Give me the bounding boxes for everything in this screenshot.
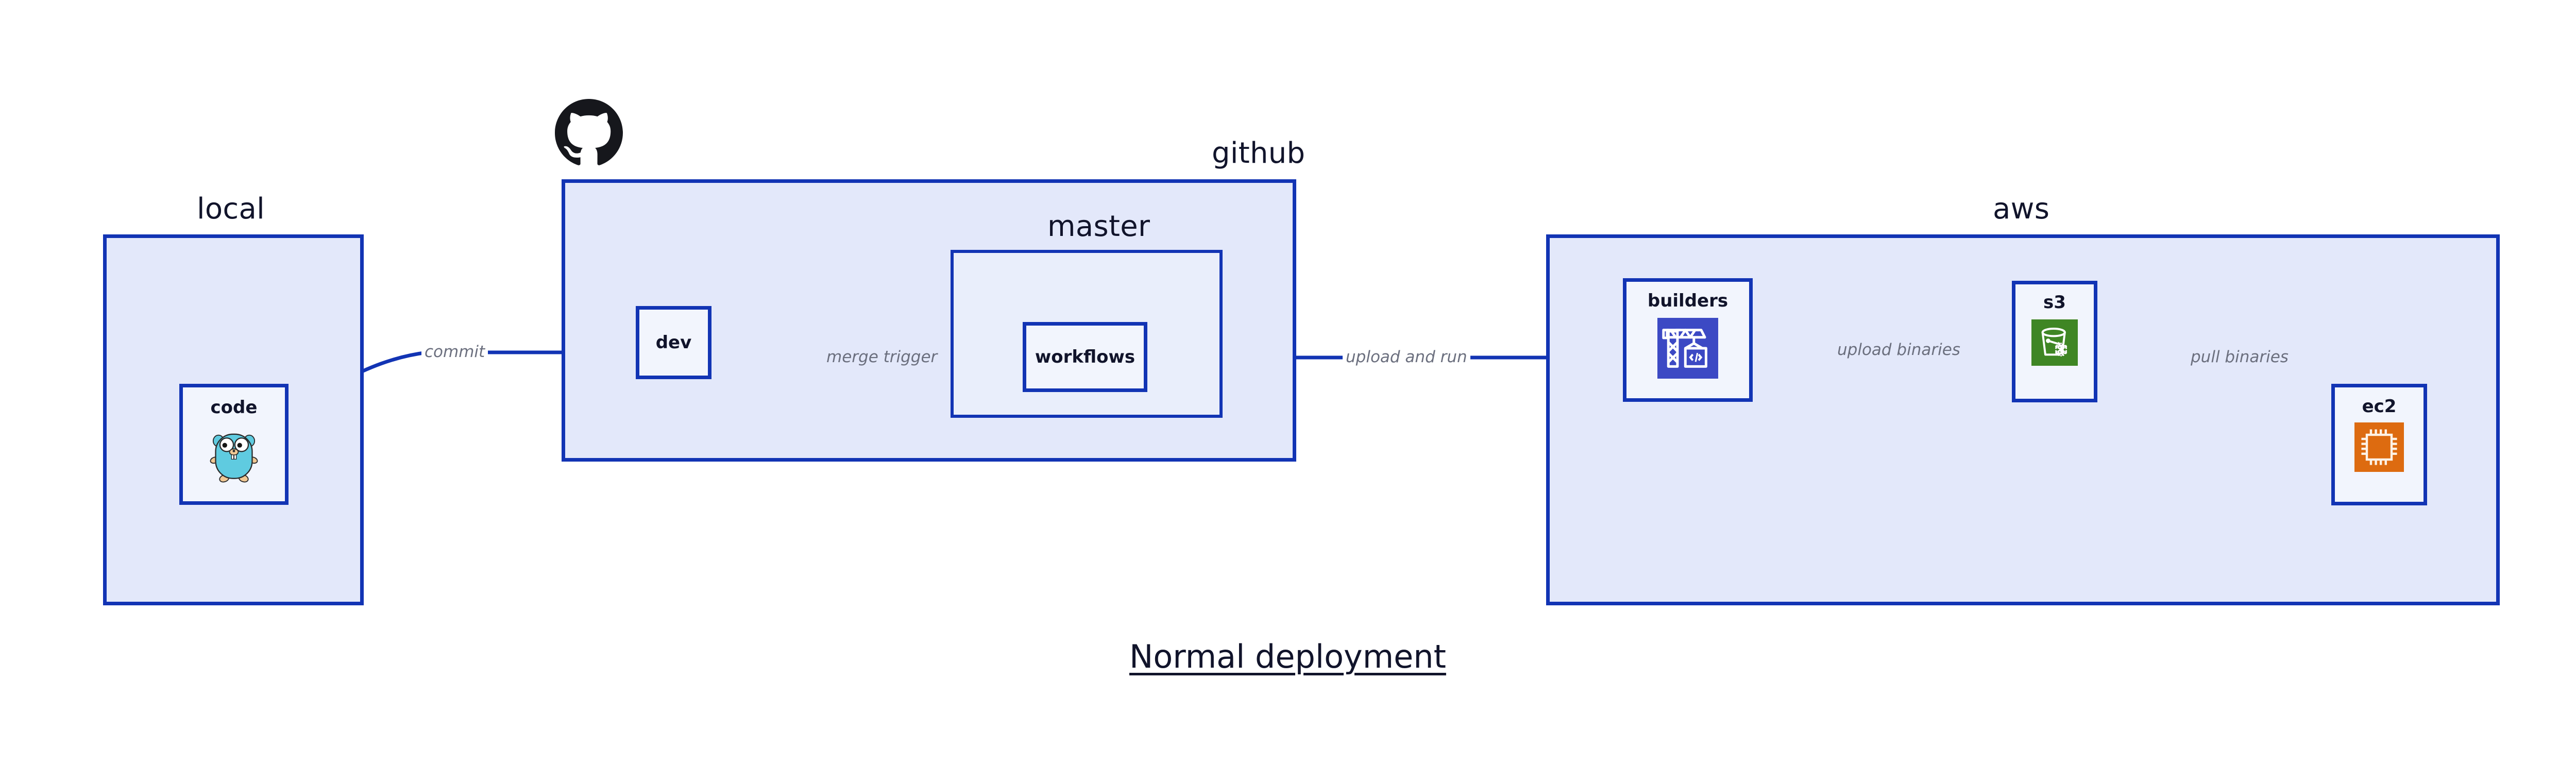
group-master-label: master [1047, 210, 1150, 243]
node-dev-label: dev [655, 332, 692, 353]
edge-label-commit: commit [421, 344, 488, 360]
edge-label-merge-trigger: merge trigger [823, 349, 941, 365]
github-octocat-icon [555, 99, 623, 169]
aws-s3-glacier-icon [2031, 319, 2078, 368]
node-dev[interactable]: dev [636, 306, 711, 379]
go-gopher-icon [205, 426, 263, 485]
group-local[interactable] [103, 234, 364, 605]
node-workflows[interactable]: workflows [1023, 322, 1147, 392]
edge-label-upload-and-run: upload and run [1343, 349, 1470, 365]
edge-label-pull-binaries: pull binaries [2188, 349, 2292, 365]
group-local-label: local [197, 192, 265, 226]
node-builders[interactable]: builders [1623, 278, 1753, 402]
node-workflows-label: workflows [1035, 347, 1136, 367]
node-code[interactable]: code [179, 384, 289, 505]
aws-ec2-icon [2354, 422, 2404, 474]
group-github-label: github [1212, 137, 1306, 170]
node-ec2[interactable]: ec2 [2331, 384, 2427, 505]
node-s3-label: s3 [2043, 292, 2066, 313]
edge-label-upload-binaries: upload binaries [1834, 342, 1963, 358]
group-aws-label: aws [1993, 192, 2050, 226]
node-builders-label: builders [1647, 291, 1728, 311]
aws-codebuild-icon [1657, 318, 1718, 381]
node-ec2-label: ec2 [2362, 396, 2397, 417]
page-title: Normal deployment [1129, 638, 1446, 675]
node-code-label: code [210, 397, 258, 418]
node-s3[interactable]: s3 [2012, 281, 2097, 402]
